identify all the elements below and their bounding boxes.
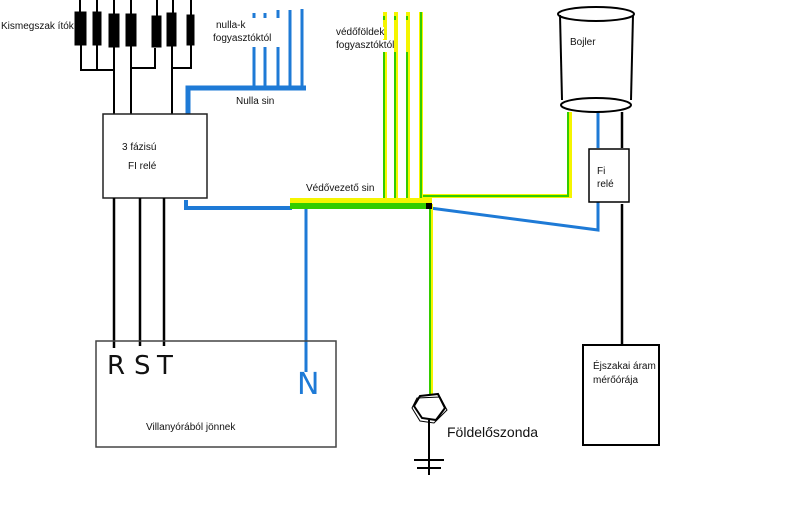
protective-bar-green xyxy=(290,203,432,209)
circuit-breakers-label: Kismegszak ítók xyxy=(1,21,74,33)
breaker-1 xyxy=(74,11,87,46)
boiler-icon xyxy=(557,6,635,113)
neutrals-from-consumers-label-line2: fogyasztóktól xyxy=(213,33,272,44)
three-phase-rcd-label-line2: FI relé xyxy=(128,161,157,172)
from-meter-label: Villanyórából jönnek xyxy=(146,422,236,433)
earths-from-consumers-label-line2: fogyasztóktól xyxy=(336,40,395,52)
rcd-label-line1: Fi xyxy=(597,166,606,177)
phase-s-label: S xyxy=(134,351,151,381)
earth-probe-label: Földelőszonda xyxy=(447,424,539,440)
phase-t-label: T xyxy=(157,351,173,381)
rcd-label-line2: relé xyxy=(597,179,614,190)
night-meter-label-line2: mérőórája xyxy=(593,375,639,386)
night-meter-box xyxy=(582,344,660,446)
boiler-label: Bojler xyxy=(570,37,596,48)
night-meter-label-line1: Éjszakai áram xyxy=(593,361,656,372)
rst-lines xyxy=(112,198,166,348)
earth-wires xyxy=(290,12,572,395)
breaker-6 xyxy=(166,12,177,47)
protective-bar-label: Védővezető sin xyxy=(306,183,375,194)
meter-box xyxy=(95,340,337,448)
earths-from-consumers-label-line1: védőföldek xyxy=(336,27,385,39)
protective-bar-yellow xyxy=(290,198,432,203)
three-phase-rcd-box xyxy=(102,113,208,199)
earth-probe-icon xyxy=(411,392,448,475)
rcd-box xyxy=(588,148,630,203)
neutral-bar-label: Nulla sin xyxy=(236,96,275,107)
breaker-4 xyxy=(125,13,137,47)
phase-r-label: R xyxy=(107,351,126,381)
neutral-bar xyxy=(185,85,306,118)
circuit-breakers xyxy=(74,0,195,48)
phase-distribution-wires xyxy=(80,45,192,116)
neutrals-from-consumers-label-line1: nulla-k xyxy=(216,20,246,31)
breaker-5 xyxy=(151,15,162,48)
breaker-3 xyxy=(108,13,120,48)
breaker-2 xyxy=(92,11,102,46)
breaker-7 xyxy=(186,14,195,46)
three-phase-rcd-label-line1: 3 fázisú xyxy=(122,142,157,153)
neutral-wires xyxy=(184,9,600,372)
neutral-n-label: N xyxy=(297,367,320,402)
